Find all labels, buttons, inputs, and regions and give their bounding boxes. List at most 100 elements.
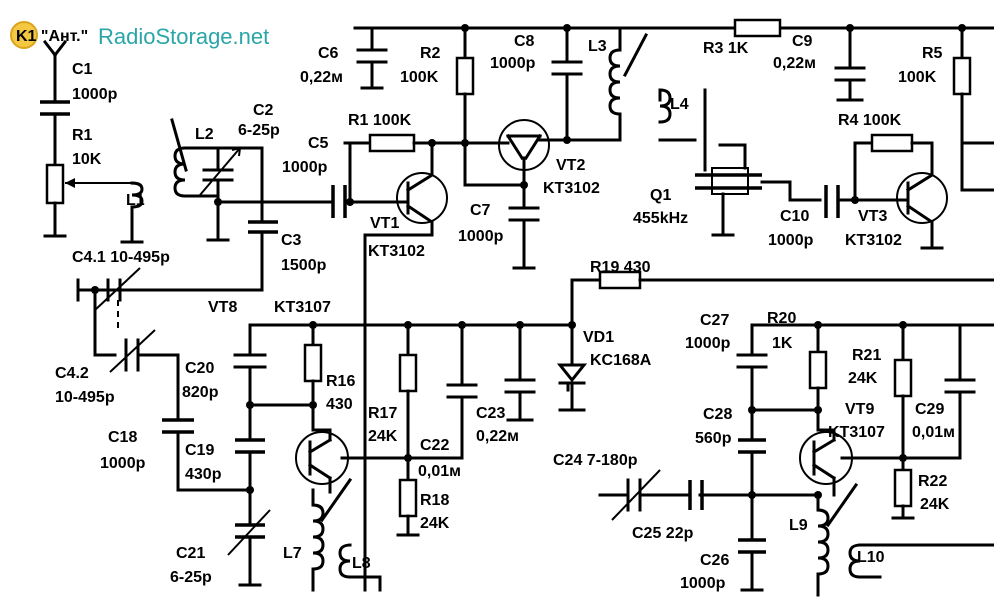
label-c25: C25 22p [632,525,694,542]
transistor-vt9 [799,431,853,485]
capacitor-c7 [508,183,540,270]
label-vt9: VT9 [845,401,874,418]
resistor-r3 [733,18,782,38]
capacitor-c9 [834,26,866,102]
label-c28-value: 560p [695,430,732,447]
label-c7-value: 1000p [458,228,504,245]
label-r5-value: 100K [898,69,937,86]
label-c19-value: 430p [185,466,222,483]
capacitor-c8 [551,26,583,142]
label-c5: C5 [308,135,329,152]
label-r2: R2 [420,45,441,62]
label-c18-value: 1000p [100,455,146,472]
label-c5-value: 1000p [282,159,328,176]
coil-l4 [658,88,672,124]
watermark-site: RadioStorage.net [98,24,269,49]
resistor-r21 [893,358,913,398]
label-c19: C19 [185,442,214,459]
label-l7: L7 [283,545,302,562]
label-c1-value: 1000p [72,86,118,103]
label-l2: L2 [195,126,214,143]
resistor-r18 [398,478,418,518]
coil-l2 [173,146,220,198]
label-vt8: VT8 [208,299,237,316]
label-c27-value: 1000p [685,335,731,352]
label-r17-value: 24K [368,428,398,445]
label-vd1-type: KC168A [590,352,652,369]
label-r1-value: 10K [72,151,102,168]
capacitor-c20 [233,323,267,442]
l2-core [170,118,188,172]
label-c2-value: 6-25p [238,122,280,139]
label-r2-value: 100K [400,69,439,86]
label-c6: C6 [318,45,339,62]
label-c2: C2 [253,102,274,119]
label-vt8-type: KT3107 [274,299,331,316]
label-c9-value: 0,22м [773,55,816,72]
capacitor-c6 [356,26,388,90]
label-c20: C20 [185,360,214,377]
label-c21: C21 [176,545,205,562]
label-vd1: VD1 [583,329,614,346]
label-c27: C27 [700,312,729,329]
coil-l1 [120,181,144,244]
capacitor-c4-1 [76,278,117,357]
label-vt3: VT3 [858,208,887,225]
capacitor-c24 [598,478,692,512]
label-c28: C28 [703,406,732,423]
label-c29: C29 [915,401,944,418]
label-c10-value: 1000p [768,232,814,249]
label-c22: C22 [420,437,449,454]
label-c8-value: 1000p [490,55,536,72]
label-r22: R22 [918,473,947,490]
label-r21-value: 24K [848,370,878,387]
label-r16: R16 [326,373,355,390]
capacitor-c28 [738,438,766,454]
label-r3: R3 1K [703,40,749,57]
label-c18: C18 [108,429,137,446]
antenna-icon [42,39,68,104]
crystal-q1 [695,173,762,190]
capacitor-c19 [235,438,265,454]
label-vt2-type: KT3102 [543,180,600,197]
label-vt9-type: KT3107 [828,424,885,441]
label-l8: L8 [352,555,371,572]
label-c8: C8 [514,33,535,50]
label-r19: R19 430 [590,259,651,276]
label-c3: C3 [281,232,302,249]
label-r1: R1 [72,127,93,144]
label-c26: C26 [700,552,729,569]
resistor-r16 [303,343,323,383]
watermark-prefix: K1 "Ант." [16,28,88,45]
logo-icon [10,21,38,49]
label-c22-value: 0,01м [418,463,461,480]
label-c29-value: 0,01м [912,424,955,441]
resistor-r1-bias [368,133,416,153]
label-c24: C24 7-180p [553,452,638,469]
label-l4: L4 [670,96,689,113]
label-r20: R20 [767,310,796,327]
ground-r1 [43,201,67,238]
label-r1-bias: R1 100K [348,112,412,129]
label-r21: R21 [852,347,881,364]
label-r17: R17 [368,405,397,422]
label-c4-2: C4.2 [55,365,89,382]
label-c4-1: C4.1 10-495p [72,249,170,266]
capacitor-c25 [688,480,704,510]
capacitor-c29 [840,323,976,460]
capacitor-c27 [736,323,768,442]
label-c1: C1 [72,61,93,78]
label-vt1: VT1 [370,215,399,232]
label-l10: L10 [857,549,885,566]
resistor-r20 [808,350,828,390]
zener-vd1 [556,363,588,392]
label-l1: L1 [126,192,145,209]
label-c10: C10 [780,208,809,225]
coil-l3 [538,26,622,142]
resistor-r17 [398,353,418,393]
label-l3: L3 [588,38,607,55]
label-c20-value: 820p [182,384,219,401]
label-q1: Q1 [650,187,671,204]
label-c23-value: 0,22м [476,428,519,445]
